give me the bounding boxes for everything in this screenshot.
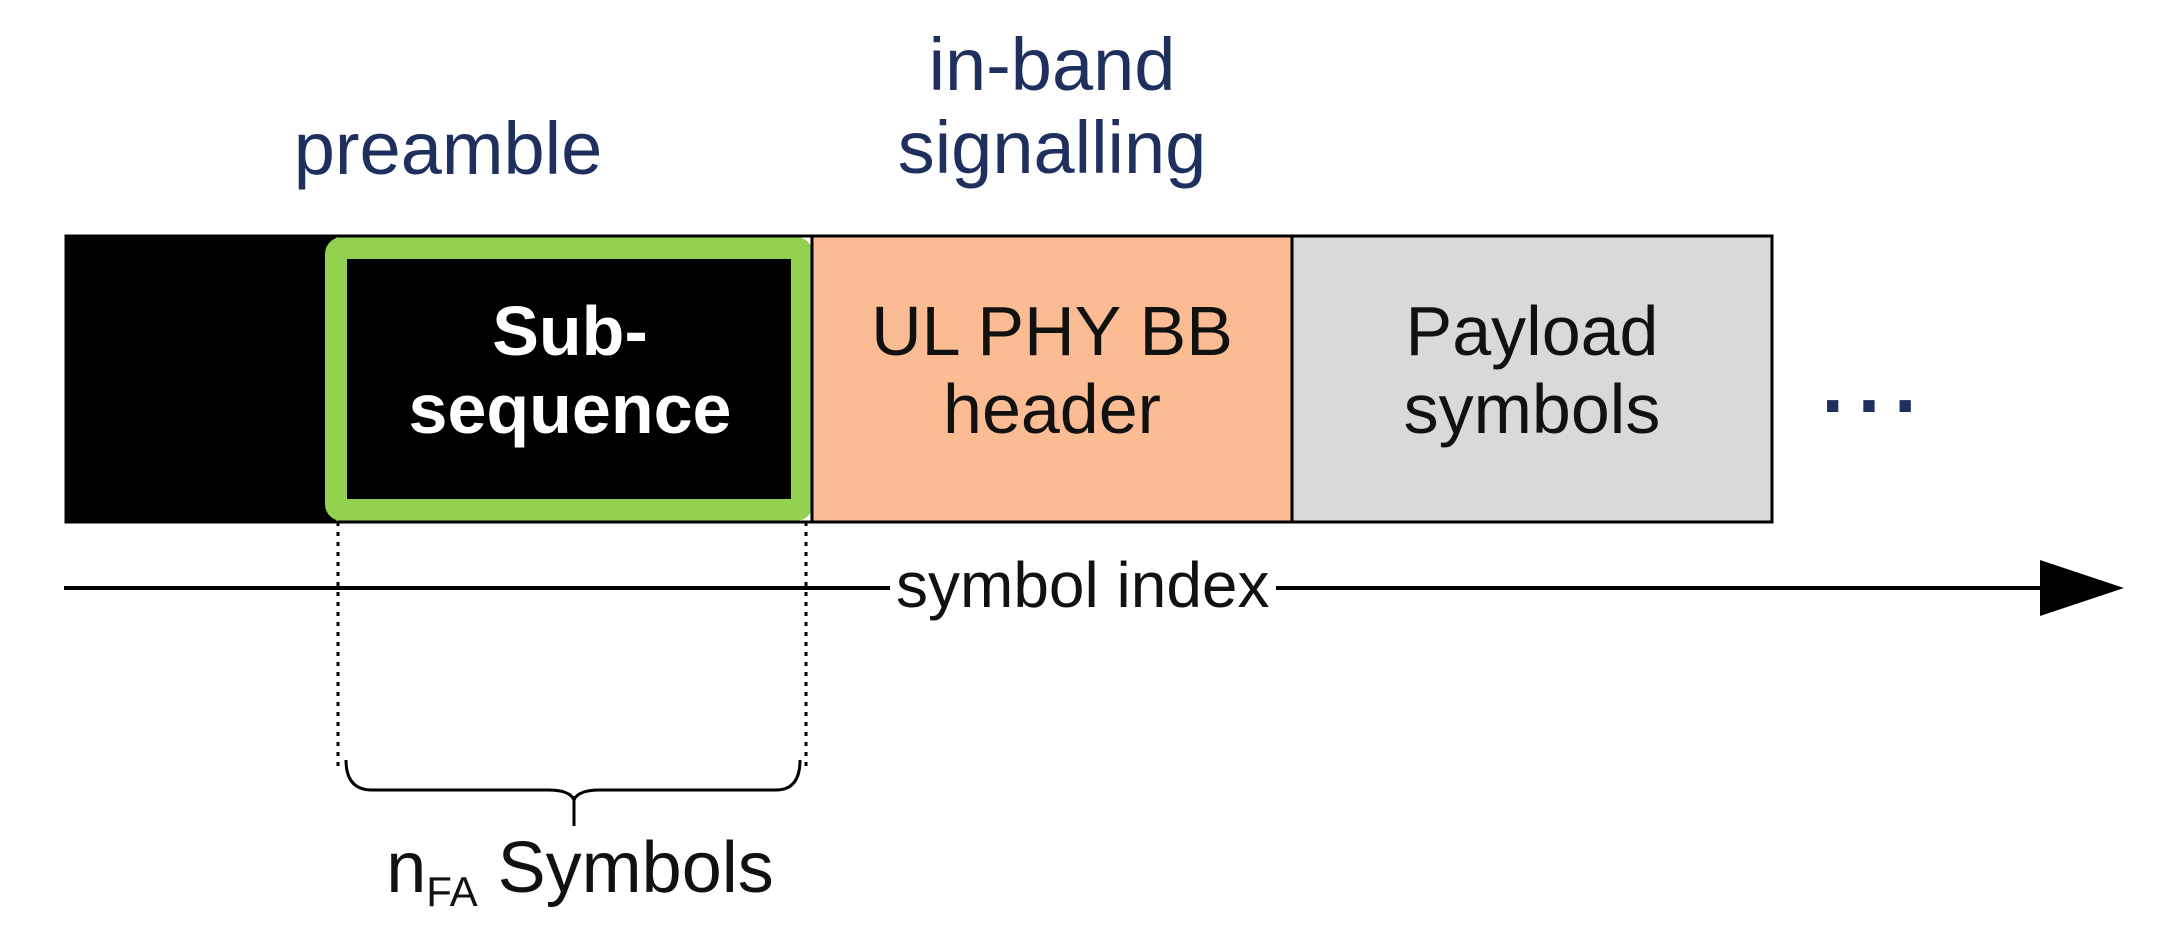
header-line-1: UL PHY BB xyxy=(871,292,1233,370)
in-band-signalling-label: in-band signalling xyxy=(852,23,1252,190)
continuation-ellipsis: ... xyxy=(1821,340,1931,429)
nfa-n: n xyxy=(386,828,427,908)
arrowhead-right-icon xyxy=(2040,560,2124,616)
subsequence-label: Sub- sequence xyxy=(380,292,760,449)
preamble-black-block xyxy=(66,236,336,522)
payload-line-1: Payload xyxy=(1405,292,1659,370)
symbol-index-label: symbol index xyxy=(890,549,1276,622)
header-label: UL PHY BB header xyxy=(822,292,1282,449)
payload-line-2: symbols xyxy=(1403,370,1661,449)
preamble-label: preamble xyxy=(293,107,603,190)
subsequence-line-2: sequence xyxy=(408,370,732,449)
in-band-line-2: signalling xyxy=(897,105,1207,189)
subsequence-line-1: Sub- xyxy=(492,292,648,370)
curly-brace-icon xyxy=(344,759,802,805)
frame-outline xyxy=(64,234,1774,524)
in-band-line-1: in-band xyxy=(928,23,1176,106)
nfa-subscript: FA xyxy=(426,868,478,915)
header-line-2: header xyxy=(943,370,1161,449)
subsequence-block xyxy=(325,237,813,521)
nfa-symbols-label: nFA Symbols xyxy=(350,828,810,915)
nfa-suffix: Symbols xyxy=(477,828,774,908)
payload-label: Payload symbols xyxy=(1302,292,1762,449)
